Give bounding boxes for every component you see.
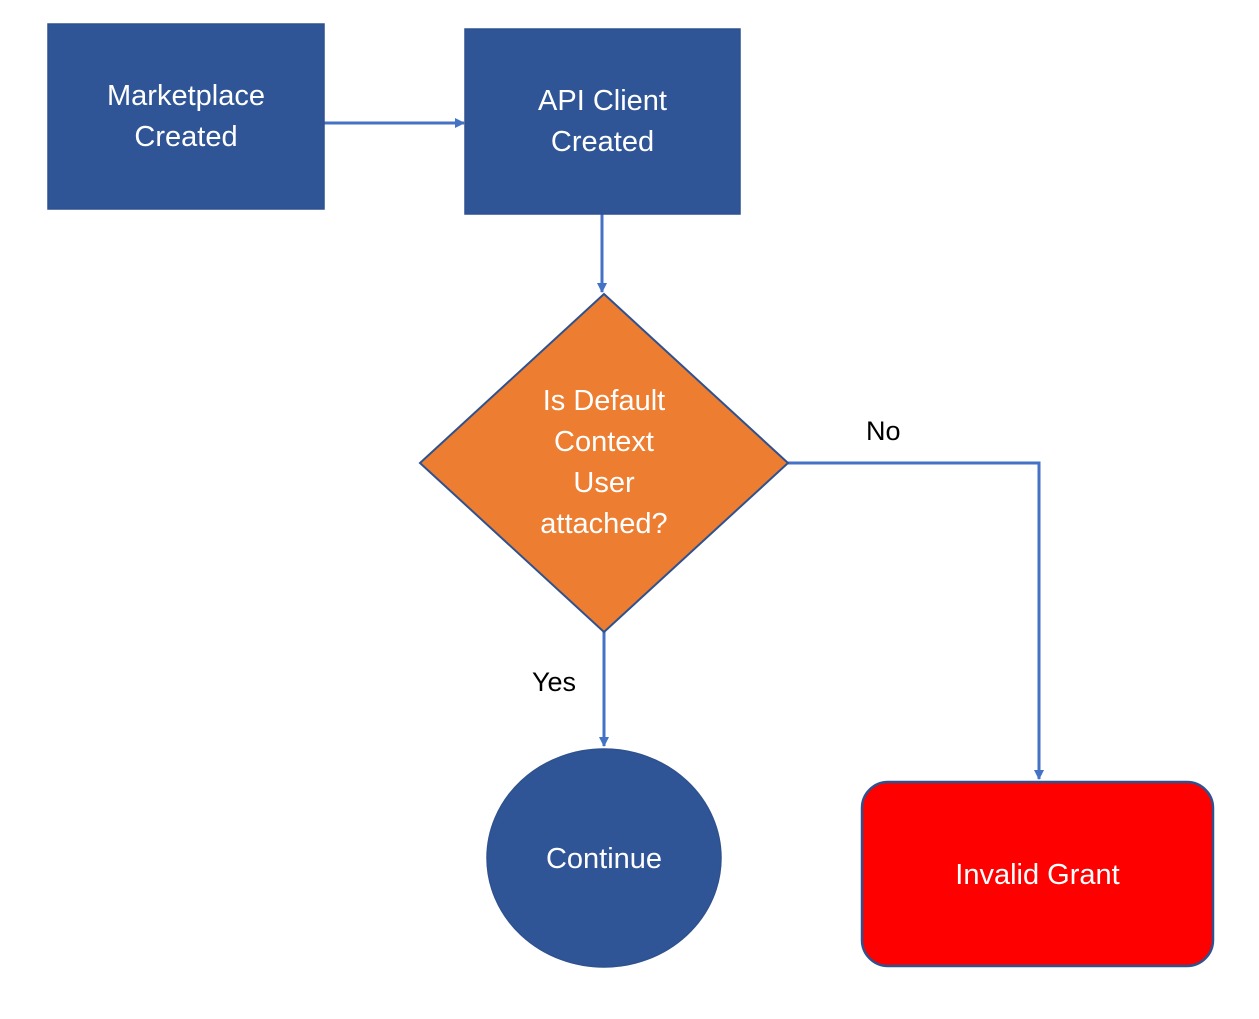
connector-decision-to-invalid: [788, 461, 1044, 780]
invalid-grant-label: Invalid Grant: [955, 858, 1120, 891]
marketplace-box: [47, 23, 325, 210]
edge-label-no: No: [866, 416, 901, 446]
decision-diamond: [418, 292, 790, 634]
invalid-grant-box: [860, 780, 1215, 968]
edge-label-yes: Yes: [532, 667, 577, 697]
continue-label: Continue: [545, 842, 663, 875]
api-client-box: [464, 28, 741, 215]
marketplace-label: Marketplace Created: [107, 79, 265, 153]
continue-circle: [486, 748, 722, 968]
api-client-label: API Client Created: [538, 84, 667, 158]
decision-label: Is Default Context User attached?: [540, 385, 668, 540]
